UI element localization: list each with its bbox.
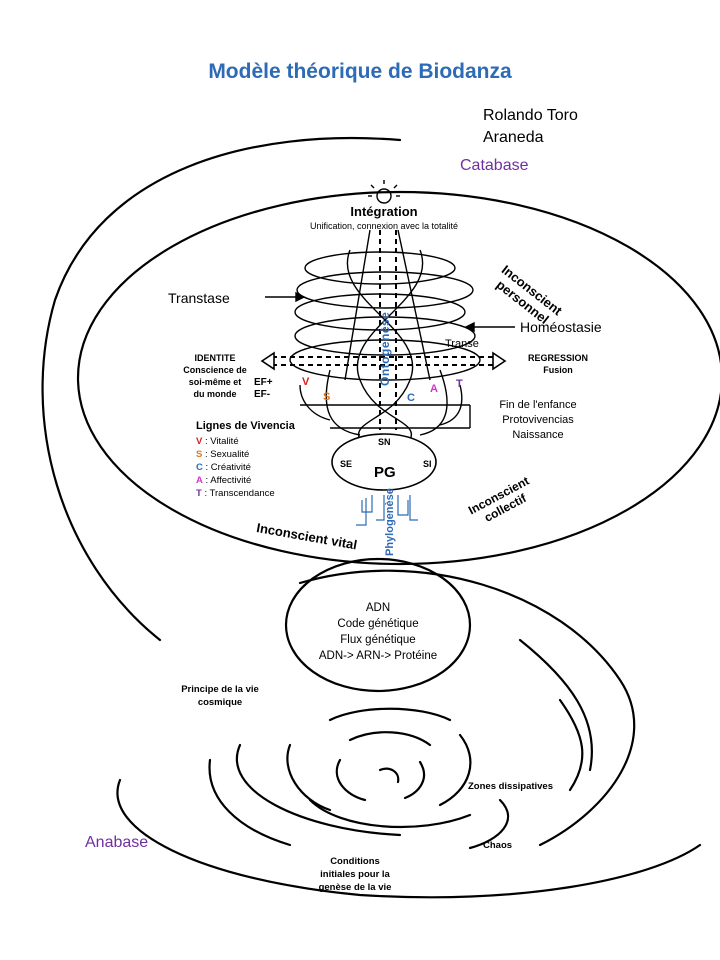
spiral-letter-t-text: T (456, 378, 463, 390)
spiral-letter-c-text: C (407, 392, 415, 404)
integration-sub: Unification, connexion avec la totalité (309, 221, 459, 231)
lignes-letter-s: S (196, 449, 203, 460)
se-label: SE (340, 459, 353, 469)
lignes-letter-a: A (196, 475, 203, 486)
principe-block: Principe de la vie cosmique (160, 683, 280, 709)
chaos-label: Chaos (483, 840, 513, 851)
outer-spiral-arc (41, 136, 402, 642)
spiral-letter-v-text: V (302, 376, 310, 388)
sn-label: SN (378, 437, 391, 447)
identite-line-4: du monde (193, 389, 237, 399)
lignes-item-c: C : Créativité (196, 461, 295, 474)
zones-label: Zones dissipatives (468, 781, 554, 792)
catabase-label: Catabase (460, 157, 529, 174)
conditions-block: Conditions initiales pour la genèse de l… (300, 855, 410, 894)
transtase-label: Transtase (168, 290, 230, 306)
spiral-letter-t: T (456, 378, 463, 390)
lignes-item-a: A : Affectivité (196, 474, 295, 487)
conditions-line-2: initiales pour la (320, 869, 390, 880)
conditions-line-3: genèse de la vie (318, 882, 392, 893)
identite-line-1: IDENTITE (194, 353, 236, 363)
main-ellipse (76, 190, 720, 566)
author: Rolando Toro Araneda (483, 105, 578, 149)
identite-line-3: soi-même et (188, 377, 242, 387)
fin-enfance-line-2: Protovivencias (502, 414, 574, 426)
lignes-letter-t: T (196, 488, 202, 499)
author-line-2: Araneda (483, 129, 544, 146)
spiral-letter-a: A (430, 383, 438, 395)
spiral-letter-v: V (302, 376, 309, 388)
spiral-letter-c: C (407, 392, 415, 404)
anabase-label: Anabase (85, 834, 149, 851)
fin-enfance-line-1: Fin de l'enfance (499, 399, 577, 411)
lignes-text-t: : Transcendance (201, 488, 275, 499)
adn-block: ADN Code génétique Flux génétique ADN-> … (318, 600, 438, 664)
conditions-line-1: Conditions (330, 856, 380, 867)
ontogenese-label: Ontogenèse (378, 311, 392, 386)
lignes-legend: Lignes de Vivencia V : Vitalité S : Sexu… (196, 420, 295, 500)
lignes-item-v: V : Vitalité (196, 435, 295, 448)
lower-spiral (298, 569, 636, 847)
lignes-text-a: : Affectivité (202, 475, 252, 486)
regression-line-1: REGRESSION (527, 353, 588, 363)
homeostasie-label: Homéostasie (520, 319, 602, 335)
ef-labels: EF+ EF- (254, 377, 273, 401)
adn-line-4: ADN-> ARN-> Protéine (318, 650, 438, 662)
author-line-1: Rolando Toro (483, 107, 578, 124)
phylogenese-label: Phylogenèse (384, 488, 396, 556)
principe-line-1: Principe de la vie (181, 684, 259, 695)
lignes-heading: Lignes de Vivencia (196, 420, 295, 432)
adn-line-1: ADN (365, 602, 391, 614)
principe-line-2: cosmique (197, 697, 243, 708)
spiral-letter-s-text: S (323, 391, 331, 403)
pg-ellipse (331, 433, 437, 491)
identite-block: IDENTITE Conscience de soi-même et du mo… (160, 352, 270, 400)
regression-block: REGRESSION Fusion (518, 352, 598, 376)
lignes-letter-c: C (196, 462, 203, 473)
lignes-item-s: S : Sexualité (196, 448, 295, 461)
adn-line-3: Flux génétique (340, 634, 416, 646)
lignes-text-c: : Créativité (202, 462, 251, 473)
integration-label: Intégration (350, 204, 418, 219)
lignes-letter-v: V (196, 436, 203, 447)
fin-enfance-block: Fin de l'enfance Protovivencias Naissanc… (478, 398, 598, 443)
pg-label: PG (374, 464, 396, 481)
adn-line-2: Code génétique (337, 618, 419, 630)
identite-line-2: Conscience de (183, 365, 247, 375)
lignes-text-s: : Sexualité (202, 449, 250, 460)
ef-minus: EF- (254, 389, 271, 400)
si-label: SI (423, 459, 432, 469)
transe-label: Transe (445, 338, 479, 350)
spiral-letter-s: S (323, 391, 330, 403)
adn-circle (284, 557, 472, 693)
regression-line-2: Fusion (543, 365, 573, 375)
spiral-letter-a-text: A (430, 383, 438, 395)
page-title: Modèle théorique de Biodanza (208, 60, 512, 83)
lignes-text-v: : Vitalité (202, 436, 239, 447)
ef-plus: EF+ (254, 377, 273, 388)
lignes-item-t: T : Transcendance (196, 487, 295, 500)
fin-enfance-line-3: Naissance (512, 429, 564, 441)
